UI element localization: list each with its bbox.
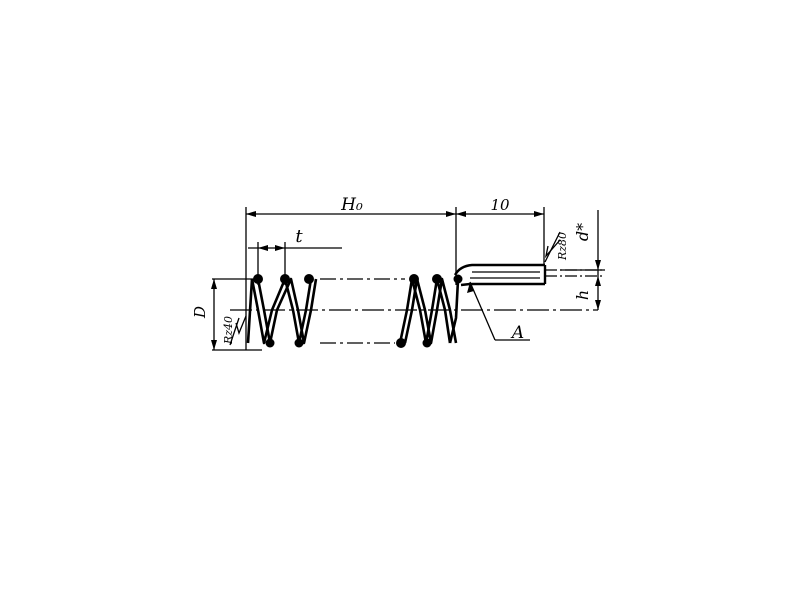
spring-coils-left: [246, 277, 318, 345]
detail-label: A: [510, 323, 524, 343]
roughness-left-label: Rz40: [222, 316, 235, 345]
hook-height-label: h: [573, 290, 592, 300]
labels: H₀ 10 t A D d* h Rz40 Rz80: [191, 195, 592, 345]
pitch-label: t: [295, 226, 303, 247]
wire-sections: [253, 274, 463, 348]
diameter-label: D: [191, 306, 209, 319]
hook-end: [453, 263, 547, 287]
wire-diameter-label: d*: [573, 223, 592, 241]
dimension-arrows: [211, 211, 601, 350]
roughness-symbols: [235, 239, 561, 335]
overall-length-label: H₀: [340, 195, 363, 215]
roughness-right-label: Rz80: [556, 232, 569, 261]
end-length-label: 10: [490, 196, 510, 214]
spring-coils-right: [398, 277, 460, 345]
